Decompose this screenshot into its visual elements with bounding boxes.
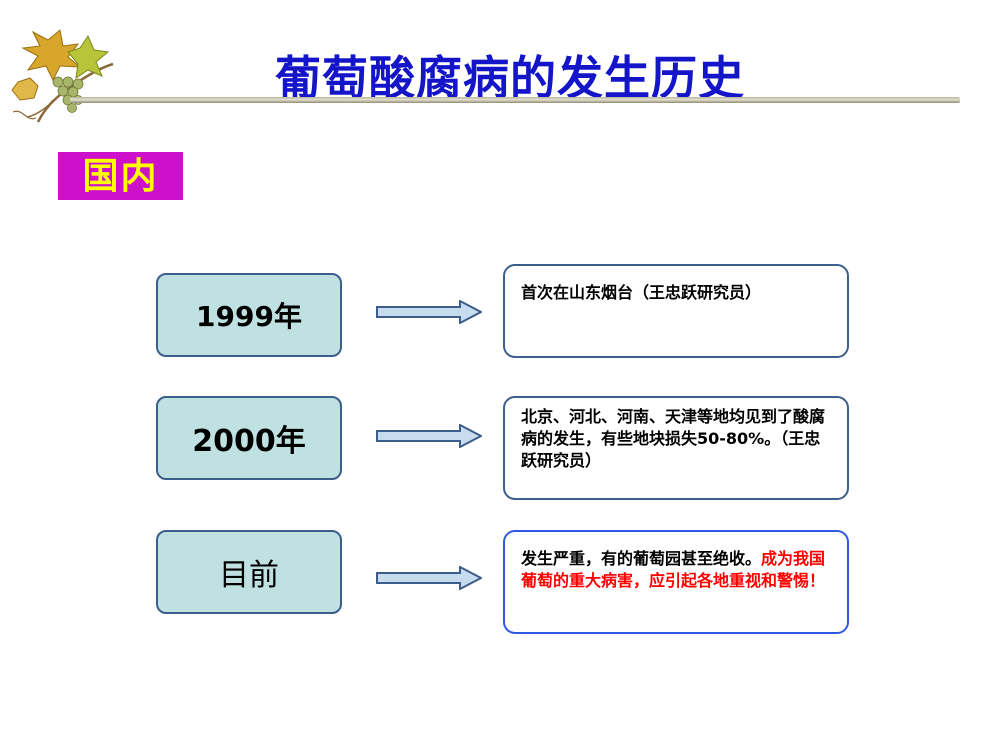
grape-vine-icon bbox=[11, 29, 114, 123]
period-label: 2000年 bbox=[192, 424, 306, 459]
title-divider bbox=[70, 97, 960, 103]
period-label: 1999年 bbox=[196, 300, 302, 333]
description-box-2000: 北京、河北、河南、天津等地均见到了酸腐病的发生，有些地块损失50-80%。（王忠… bbox=[503, 396, 849, 500]
highlight-text: 成为我国葡萄的重大病害，应引起各地重视和警惕！ bbox=[521, 549, 826, 590]
arrow-right-icon bbox=[376, 300, 482, 324]
arrow-right-icon bbox=[376, 424, 482, 448]
period-box-2000: 2000年 bbox=[156, 396, 342, 480]
description-text: 北京、河北、河南、天津等地均见到了酸腐病的发生，有些地块损失50-80%。（王忠… bbox=[521, 407, 826, 470]
period-box-1999: 1999年 bbox=[156, 273, 342, 357]
description-box-1999: 首次在山东烟台（王忠跃研究员） bbox=[503, 264, 849, 358]
section-badge: 国内 bbox=[58, 152, 183, 200]
description-text: 首次在山东烟台（王忠跃研究员） bbox=[521, 283, 762, 302]
page-title: 葡萄酸腐病的发生历史 bbox=[275, 51, 745, 105]
description-box-current: 发生严重，有的葡萄园甚至绝收。成为我国葡萄的重大病害，应引起各地重视和警惕！ bbox=[503, 530, 849, 634]
description-text: 发生严重，有的葡萄园甚至绝收。 bbox=[521, 549, 762, 568]
arrow-right-icon bbox=[376, 566, 482, 590]
period-box-current: 目前 bbox=[156, 530, 342, 614]
period-label: 目前 bbox=[219, 558, 279, 593]
